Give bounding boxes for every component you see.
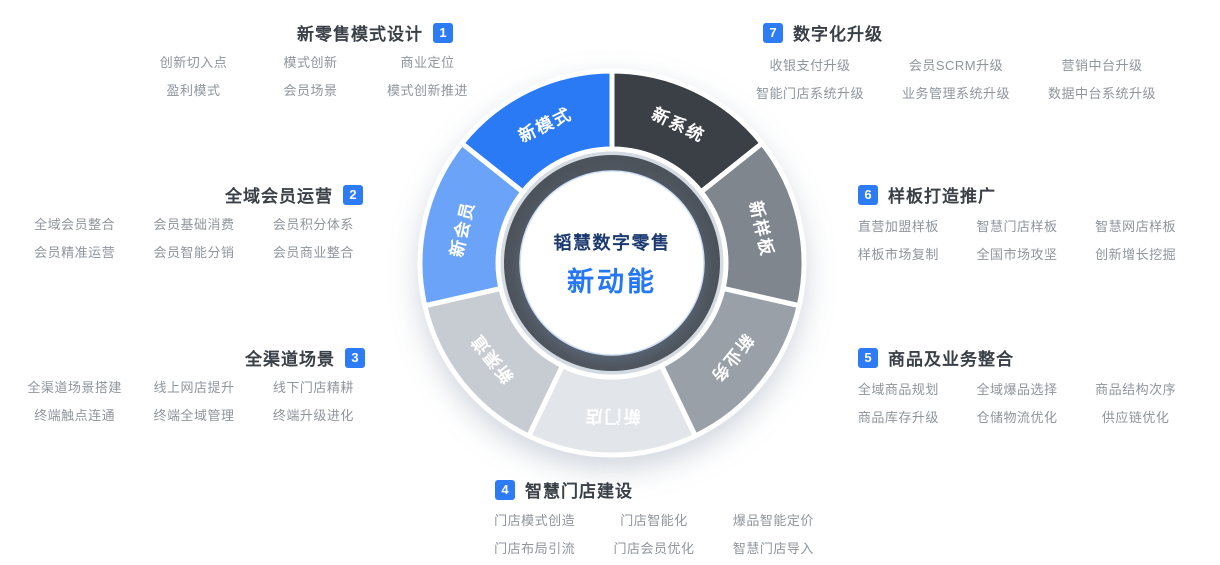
hub-ring — [504, 155, 720, 371]
list-item: 全域会员整合 — [34, 217, 116, 232]
section-title: 样板打造推广 — [888, 187, 996, 206]
section-product-business-header: 5 商品及业务整合 — [858, 345, 1014, 370]
section-number-badge: 4 — [495, 479, 515, 500]
section-number-badge: 3 — [345, 347, 365, 368]
section-new-retail-model-design-items: 创新切入点 模式创新 商业定位 盈利模式 会员场景 模式创新推进 — [138, 52, 483, 99]
list-item: 商业定位 — [400, 55, 455, 70]
list-item: 会员商业整合 — [272, 245, 354, 260]
list-item: 商品结构次序 — [1095, 382, 1177, 397]
section-smart-store-header: 4 智慧门店建设 — [495, 477, 633, 502]
list-item: 智慧网店样板 — [1095, 219, 1177, 234]
list-item: 智慧门店导入 — [732, 541, 814, 556]
section-title: 全域会员运营 — [225, 187, 333, 206]
section-channel-scene-header: 全渠道场景 3 — [245, 345, 365, 370]
list-item: 会员SCRM升级 — [908, 58, 1004, 73]
wheel-segment-new-model — [459, 68, 615, 195]
section-new-retail-model-design-header: 新零售模式设计 1 — [297, 20, 453, 45]
strategy-wheel: 新系统 新样板 新业务 新门店 新渠道 新会员 新模式 韬慧数字零售 新动能 — [417, 68, 807, 458]
section-digital-upgrade-header: 7 数字化升级 — [763, 20, 883, 45]
list-item: 创新增长挖掘 — [1095, 247, 1177, 262]
list-item: 数据中台系统升级 — [1047, 86, 1156, 101]
list-item: 终端全域管理 — [153, 408, 235, 423]
list-item: 门店智能化 — [620, 513, 688, 528]
list-item: 终端触点连通 — [34, 408, 116, 423]
section-digital-upgrade-items: 收银支付升级 会员SCRM升级 营销中台升级 智能门店系统升级 业务管理系统升级… — [740, 55, 1172, 102]
section-member-operation-items: 全域会员整合 会员基础消费 会员积分体系 会员精准运营 会员智能分销 会员商业整… — [18, 214, 370, 261]
list-item: 线下门店精耕 — [272, 380, 354, 395]
list-item: 线上网店提升 — [153, 380, 235, 395]
list-item: 业务管理系统升级 — [901, 86, 1010, 101]
center-brand-text: 韬慧数字零售 — [554, 232, 671, 253]
list-item: 商品库存升级 — [857, 410, 939, 425]
list-item: 智慧门店样板 — [976, 219, 1058, 234]
section-title: 新零售模式设计 — [297, 25, 423, 44]
section-product-business-items: 全域商品规划 全域爆品选择 商品结构次序 商品库存升级 仓储物流优化 供应链优化 — [842, 379, 1192, 426]
list-item: 模式创新 — [283, 55, 338, 70]
section-smart-store-items: 门店模式创造 门店智能化 爆品智能定价 门店布局引流 门店会员优化 智慧门店导入 — [478, 510, 830, 557]
list-item: 样板市场复制 — [857, 247, 939, 262]
list-item: 直营加盟样板 — [857, 219, 939, 234]
list-item: 门店布局引流 — [494, 541, 576, 556]
section-template-promotion-items: 直营加盟样板 智慧门店样板 智慧网店样板 样板市场复制 全国市场攻坚 创新增长挖… — [842, 216, 1192, 263]
list-item: 智能门店系统升级 — [755, 86, 864, 101]
section-number-badge: 2 — [343, 184, 363, 205]
list-item: 创新切入点 — [159, 55, 228, 70]
list-item: 模式创新推进 — [386, 83, 468, 98]
list-item: 会员积分体系 — [272, 217, 354, 232]
list-item: 会员精准运营 — [34, 245, 116, 260]
section-number-badge: 7 — [763, 22, 783, 43]
list-item: 收银支付升级 — [769, 58, 851, 73]
list-item: 爆品智能定价 — [732, 513, 814, 528]
list-item: 全域商品规划 — [857, 382, 939, 397]
list-item: 会员智能分销 — [153, 245, 235, 260]
section-title: 商品及业务整合 — [888, 350, 1014, 369]
section-title: 全渠道场景 — [245, 350, 335, 369]
section-template-promotion-header: 6 样板打造推广 — [858, 182, 996, 207]
section-title: 智慧门店建设 — [525, 482, 633, 501]
section-title: 数字化升级 — [793, 25, 883, 44]
center-headline-text: 新动能 — [567, 266, 657, 297]
wheel-segment-label: 新门店 — [584, 407, 641, 427]
section-number-badge: 1 — [433, 22, 453, 43]
list-item: 会员基础消费 — [153, 217, 235, 232]
list-item: 全国市场攻坚 — [976, 247, 1058, 262]
list-item: 仓储物流优化 — [976, 410, 1058, 425]
list-item: 门店模式创造 — [494, 513, 576, 528]
list-item: 终端升级进化 — [272, 408, 354, 423]
list-item: 盈利模式 — [166, 83, 221, 98]
section-member-operation-header: 全域会员运营 2 — [225, 182, 363, 207]
list-item: 门店会员优化 — [613, 541, 695, 556]
list-item: 全域爆品选择 — [976, 382, 1058, 397]
list-item: 供应链优化 — [1101, 410, 1170, 425]
section-channel-scene-items: 全渠道场景搭建 线上网店提升 线下门店精耕 终端触点连通 终端全域管理 终端升级… — [18, 377, 370, 424]
section-number-badge: 5 — [858, 347, 878, 368]
list-item: 全渠道场景搭建 — [27, 380, 122, 395]
section-number-badge: 6 — [858, 184, 878, 205]
list-item: 会员场景 — [283, 83, 338, 98]
hub-circle — [519, 170, 705, 356]
list-item: 营销中台升级 — [1061, 58, 1143, 73]
